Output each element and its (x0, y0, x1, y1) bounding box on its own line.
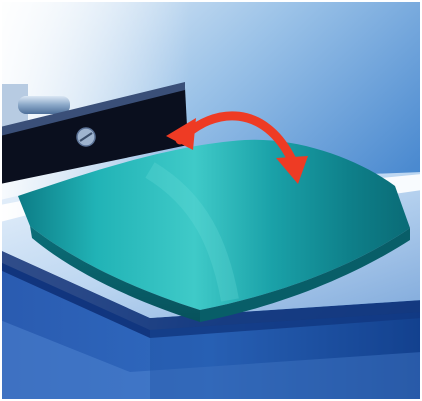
screw-icon (77, 128, 95, 146)
mounting-rod (18, 96, 70, 114)
